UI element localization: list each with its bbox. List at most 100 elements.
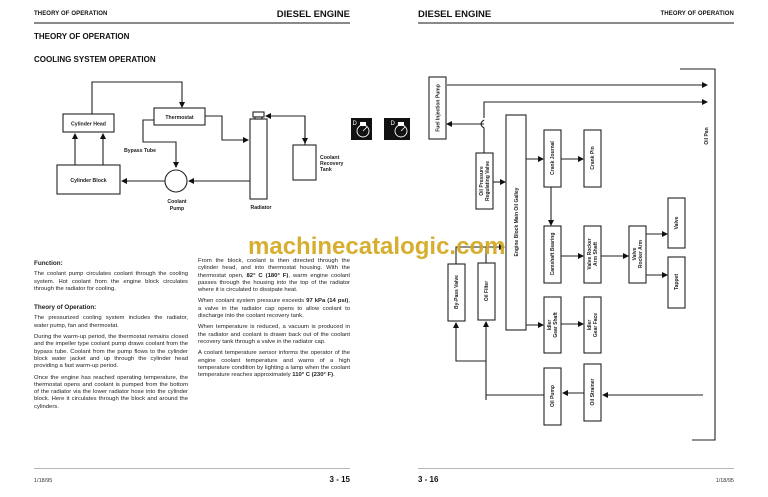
- oil-pressure-valve-label-1: Oil Pressure: [479, 166, 485, 196]
- oil-filter-label: Oil Filter: [484, 281, 490, 301]
- cooling-system-diagram: Cylinder Head Thermostat Bypass Tube Cyl…: [56, 81, 372, 212]
- bypass-tube-line: [142, 119, 179, 168]
- bypass-tube-label: Bypass Tube: [124, 148, 156, 154]
- left-column-text: Function: The coolant pump circulates co…: [34, 260, 188, 415]
- crank-pin-label: Crank Pin: [590, 146, 596, 169]
- oil-pan-outline: [680, 68, 716, 441]
- idler-gear-face-box: [583, 296, 602, 354]
- warning-temp-value: 110° C (230° F): [292, 372, 334, 379]
- theory-heading: Theory of Operation:: [34, 304, 97, 312]
- filter-feed-line: [453, 322, 487, 400]
- text-run: A coolant temperature sensor informs the…: [198, 350, 350, 379]
- header-rule: [418, 22, 734, 24]
- crank-journal-label: Crank Journal: [550, 141, 556, 175]
- main-oil-galley-box: [505, 114, 527, 331]
- thermostat-to-radiator-line: [205, 115, 249, 143]
- radiator-cap: [252, 111, 265, 118]
- rocker-shaft-box: [583, 225, 602, 284]
- idler-gear-shaft-box: [543, 296, 562, 354]
- function-heading: Function:: [34, 260, 63, 267]
- running-header-left: THEORY OF OPERATION: [34, 11, 108, 17]
- rocker-arm-label-2: Rocker Arm: [638, 239, 644, 268]
- tappet-box: [667, 256, 686, 309]
- theory-paragraph-3: Once the engine has reached operating te…: [34, 374, 188, 410]
- temperature-gauge-icon-1: D: [351, 118, 372, 140]
- rocker-shaft-label-2: Arm Shaft: [593, 242, 599, 266]
- rocker-shaft-label-1: Valve Rocker: [587, 238, 593, 269]
- recovery-tank-box: [292, 144, 317, 181]
- valve-box: [667, 197, 686, 249]
- right-column-text: From the block, coolant is then directed…: [198, 258, 350, 383]
- temperature-gauge-icon: D: [389, 118, 410, 140]
- page-number: 3 - 16: [418, 475, 439, 484]
- text-run: From the block, coolant is then directed…: [198, 258, 350, 279]
- cap-pressure-value: 97 kPa (14 psi): [306, 298, 349, 305]
- cylinder-block-label: Cylinder Block: [70, 178, 106, 184]
- running-header-right: DIESEL ENGINE: [276, 9, 350, 20]
- bypass-up-line: [455, 244, 505, 264]
- regulating-valve-to-pan-line: [483, 99, 708, 118]
- recovery-tank-label-1: Coolant: [320, 155, 340, 161]
- cylinder-block-box: [56, 164, 121, 195]
- valve-to-fuel-pump-line: [447, 120, 485, 142]
- col2-paragraph-2: When coolant system pressure exceeds 97 …: [198, 298, 350, 320]
- gauge-letter-1: D: [353, 121, 358, 127]
- camshaft-bearing-label: Camshaft Bearing: [550, 233, 556, 276]
- page-number: 3 - 15: [329, 475, 350, 484]
- function-paragraph: The coolant pump circulates coolant thro…: [34, 271, 188, 292]
- idler-shaft-label-2: Gear Shaft: [553, 312, 559, 338]
- tappet-label: Tappet: [674, 274, 680, 290]
- radiator-label: Radiator: [250, 205, 271, 211]
- running-header-right: THEORY OF OPERATION: [660, 11, 734, 17]
- watermark: machinecatalogic.com: [248, 233, 506, 260]
- valve-label: Valve: [674, 216, 680, 229]
- oil-strainer-label: Oil Strainer: [590, 378, 596, 405]
- footer-rule: [34, 468, 350, 469]
- head-to-thermostat-line: [91, 81, 185, 114]
- gauge-letter-2: D: [391, 121, 396, 127]
- right-page: DIESEL ENGINE THEORY OF OPERATION: [384, 0, 768, 497]
- crank-pin-box: [583, 129, 602, 188]
- header-rule: [34, 22, 350, 24]
- recovery-tank-label-2: Recovery: [320, 161, 343, 167]
- idler-shaft-label-1: Idler: [547, 320, 553, 331]
- idler-face-label-1: Idler: [587, 320, 593, 331]
- theory-paragraph-2: During the warm-up period, the thermosta…: [34, 334, 188, 370]
- oil-pump-label: Oil Pump: [550, 385, 556, 407]
- footer-date: 1/18/95: [715, 478, 734, 484]
- text-run: , warm engine coolant passes through the…: [198, 272, 350, 294]
- thermostat-label: Thermostat: [165, 115, 194, 121]
- cylinder-head-label: Cylinder Head: [71, 122, 106, 128]
- footer-date: 1/18/95: [34, 478, 53, 484]
- idler-face-label-2: Gear Face: [593, 313, 599, 337]
- col2-paragraph-3: When temperature is reduced, a vacuum is…: [198, 324, 350, 345]
- text-run: , a valve in the radiator cap opens to a…: [198, 298, 350, 320]
- page-title: THEORY OF OPERATION: [34, 32, 130, 41]
- radiator-cap-neck: [254, 116, 263, 120]
- text-run: When coolant system pressure exceeds: [198, 298, 307, 305]
- section-title: COOLING SYSTEM OPERATION: [34, 55, 156, 64]
- cylinder-head-box: [62, 113, 115, 133]
- theory-paragraph-1: The pressurized cooling system includes …: [34, 315, 188, 329]
- main-oil-galley-label: Engine Block Main Oil Galley: [514, 187, 520, 256]
- rocker-arm-box: [628, 225, 647, 284]
- col2-paragraph-1: From the block, coolant is then directed…: [198, 258, 350, 294]
- radiator-box: [249, 118, 268, 200]
- oil-strainer-box: [583, 363, 602, 422]
- camshaft-bearing-box: [543, 225, 562, 284]
- lubrication-system-diagram: Fuel Injection Pump Oil Pressure Regulat…: [384, 68, 716, 441]
- thermostat-open-temp: 82° C (180° F): [246, 272, 289, 279]
- footer-rule: [418, 468, 734, 469]
- rocker-arm-label-1: Valve: [632, 247, 638, 260]
- text-run: .: [333, 372, 335, 379]
- recovery-tank-label-3: Tank: [320, 167, 332, 173]
- oil-pressure-valve-label-2: Regulating Valve: [485, 161, 491, 201]
- left-page: THEORY OF OPERATION DIESEL ENGINE THEORY…: [34, 9, 372, 484]
- coolant-pump-label-2: Pump: [170, 206, 184, 212]
- running-header-left: DIESEL ENGINE: [418, 9, 492, 20]
- oil-pan-label: Oil Pan: [704, 127, 710, 144]
- oil-pump-box: [543, 367, 562, 426]
- fuel-injection-pump-label: Fuel Injection Pump: [436, 84, 442, 132]
- col2-paragraph-4: A coolant temperature sensor informs the…: [198, 350, 350, 379]
- coolant-pump-circle: [164, 169, 188, 193]
